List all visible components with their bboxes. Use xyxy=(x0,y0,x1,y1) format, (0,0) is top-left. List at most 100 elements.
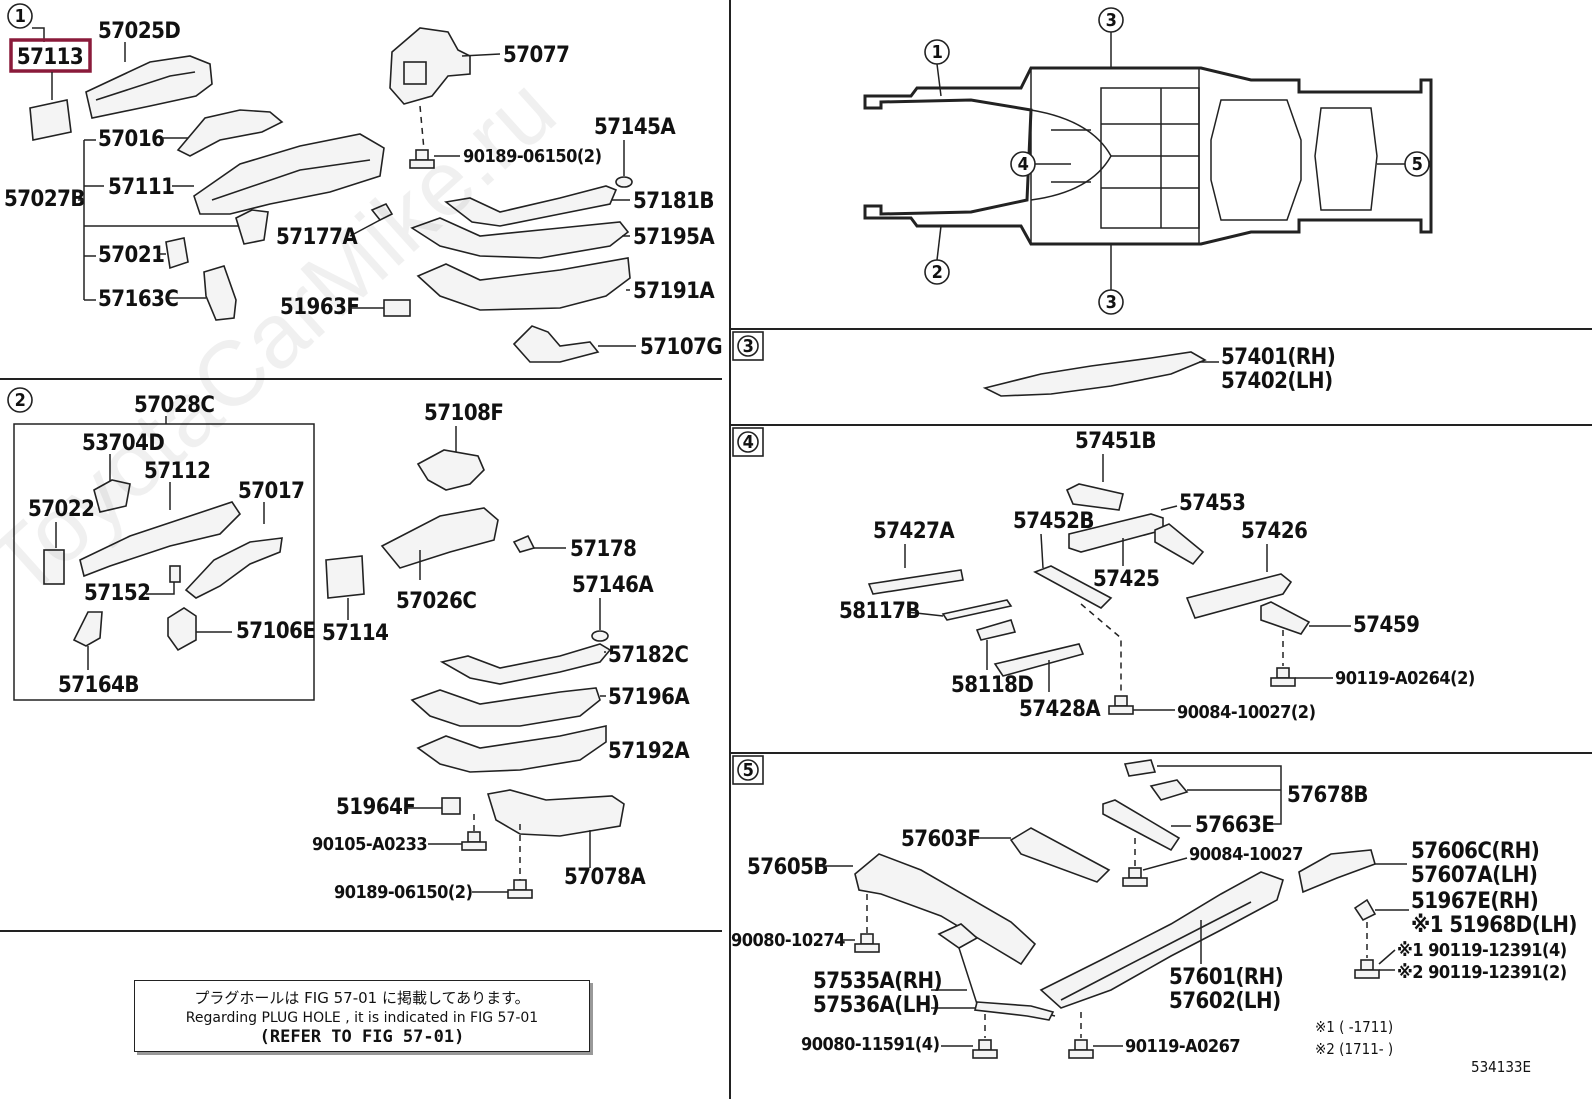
label-90084-10027[interactable]: 90084-10027 xyxy=(1189,844,1303,865)
label-90119-A0267[interactable]: 90119-A0267 xyxy=(1125,1036,1241,1057)
label-57535A[interactable]: 57535A(RH) xyxy=(813,969,943,994)
part-57191A-shape[interactable] xyxy=(416,257,631,311)
label-57182C[interactable]: 57182C xyxy=(608,643,689,668)
part-57451B-shape[interactable] xyxy=(1065,483,1124,511)
label-57601[interactable]: 57601(RH) xyxy=(1169,965,1284,990)
label-90105-A0233[interactable]: 90105-A0233 xyxy=(312,834,428,855)
part-57678B-a[interactable] xyxy=(1123,759,1157,777)
label-57192A[interactable]: 57192A xyxy=(608,739,691,764)
label-90119-A0264[interactable]: 90119-A0264(2) xyxy=(1335,668,1475,689)
part-57196A-shape[interactable] xyxy=(410,687,601,727)
part-57027B-small[interactable] xyxy=(235,209,269,245)
label-57146A[interactable]: 57146A xyxy=(572,573,655,598)
label-57021[interactable]: 57021 xyxy=(98,243,165,268)
part-53704D-shape[interactable] xyxy=(93,479,131,513)
label-90084-10027-2[interactable]: 90084-10027(2) xyxy=(1177,702,1316,723)
part-51963F-shape[interactable] xyxy=(383,299,411,317)
label-57108F[interactable]: 57108F xyxy=(424,401,504,426)
part-58118D-shape[interactable] xyxy=(975,619,1017,641)
part-57112-shape[interactable] xyxy=(79,501,242,578)
label-90189-06150-a[interactable]: 90189-06150(2) xyxy=(463,146,602,167)
label-57027B[interactable]: 57027B xyxy=(4,187,85,212)
part-57535A-strap[interactable] xyxy=(974,1001,1055,1021)
part-57026C-shape[interactable] xyxy=(380,507,499,569)
label-57401[interactable]: 57401(RH) xyxy=(1221,345,1336,370)
label-57114[interactable]: 57114 xyxy=(322,621,389,646)
part-57425-shape[interactable] xyxy=(1154,523,1205,566)
label-57425[interactable]: 57425 xyxy=(1093,567,1160,592)
part-57177A-shape[interactable] xyxy=(370,202,394,222)
label-57016[interactable]: 57016 xyxy=(98,127,165,152)
label-57107G[interactable]: 57107G xyxy=(640,335,723,360)
part-57178-shape[interactable] xyxy=(512,534,536,553)
label-57663E[interactable]: 57663E xyxy=(1195,813,1275,838)
bolt-90119-12391[interactable] xyxy=(1354,959,1380,979)
bolt-90189-a[interactable] xyxy=(409,149,435,169)
label-90189-06150-b[interactable]: 90189-06150(2) xyxy=(334,882,473,903)
label-57022[interactable]: 57022 xyxy=(28,497,95,522)
part-57427A-shape[interactable] xyxy=(867,569,964,595)
label-57111[interactable]: 57111 xyxy=(108,175,175,200)
label-57017[interactable]: 57017 xyxy=(238,479,305,504)
label-57177A[interactable]: 57177A xyxy=(276,225,359,250)
part-57113-shape[interactable] xyxy=(29,99,72,141)
label-57106E[interactable]: 57106E xyxy=(236,619,316,644)
label-57078A[interactable]: 57078A xyxy=(564,865,647,890)
label-57426[interactable]: 57426 xyxy=(1241,519,1308,544)
part-57106E-shape[interactable] xyxy=(167,607,197,652)
part-57401-shape[interactable] xyxy=(982,351,1207,397)
part-57182C-shape[interactable] xyxy=(439,643,612,685)
label-57077[interactable]: 57077 xyxy=(503,43,570,68)
part-51964F-shape[interactable] xyxy=(441,797,461,815)
part-57428A-shape[interactable] xyxy=(993,643,1085,677)
part-57021-shape[interactable] xyxy=(165,237,189,270)
label-58118D[interactable]: 58118D xyxy=(951,673,1034,698)
part-57678B-b[interactable] xyxy=(1149,779,1189,801)
label-57678B[interactable]: 57678B xyxy=(1287,783,1368,808)
part-57107G-shape[interactable] xyxy=(512,325,600,363)
part-57077-shape[interactable] xyxy=(389,27,471,105)
label-57113[interactable]: 57113 xyxy=(17,45,84,70)
label-57026C[interactable]: 57026C xyxy=(396,589,477,614)
label-57607A[interactable]: 57607A(LH) xyxy=(1411,863,1538,888)
part-57114-shape[interactable] xyxy=(325,555,365,599)
label-57606C[interactable]: 57606C(RH) xyxy=(1411,839,1540,864)
label-57152[interactable]: 57152 xyxy=(84,581,151,606)
bolt-90105-A0233[interactable] xyxy=(461,831,487,851)
bolt-90084-10027-a[interactable] xyxy=(1108,695,1134,715)
label-57451B[interactable]: 57451B xyxy=(1075,429,1156,454)
label-51968D[interactable]: ※1 51968D(LH) xyxy=(1411,913,1577,938)
label-57402[interactable]: 57402(LH) xyxy=(1221,369,1333,394)
part-57459-shape[interactable] xyxy=(1260,601,1311,635)
part-57192A-shape[interactable] xyxy=(416,725,607,773)
part-57605B-shape[interactable] xyxy=(854,853,1037,966)
part-57535A-shape[interactable] xyxy=(937,923,979,949)
label-57163C[interactable]: 57163C xyxy=(98,287,179,312)
part-57452B-shape[interactable] xyxy=(1033,565,1113,609)
part-57017-shape[interactable] xyxy=(184,537,283,599)
highlight-57113[interactable] xyxy=(9,38,92,73)
label-57028C[interactable]: 57028C xyxy=(134,393,215,418)
label-57164B[interactable]: 57164B xyxy=(58,673,139,698)
label-58117B[interactable]: 58117B xyxy=(839,599,920,624)
label-57605B[interactable]: 57605B xyxy=(747,855,828,880)
label-57025D[interactable]: 57025D xyxy=(98,19,181,44)
label-57428A[interactable]: 57428A xyxy=(1019,697,1102,722)
label-57452B[interactable]: 57452B xyxy=(1013,509,1094,534)
part-57145A-shape[interactable] xyxy=(615,176,633,188)
part-57022-shape[interactable] xyxy=(43,549,65,585)
bolt-90084-10027-b[interactable] xyxy=(1122,867,1148,887)
part-57016-shape[interactable] xyxy=(176,109,284,157)
part-57606C-shape[interactable] xyxy=(1298,849,1376,894)
bolt-90080-11591[interactable] xyxy=(972,1039,998,1059)
part-57163C-shape[interactable] xyxy=(203,265,237,321)
part-57663E-shape[interactable] xyxy=(1102,799,1181,852)
label-57459[interactable]: 57459 xyxy=(1353,613,1420,638)
label-57181B[interactable]: 57181B xyxy=(633,189,714,214)
label-90080-10274[interactable]: 90080-10274 xyxy=(731,930,846,951)
label-57453[interactable]: 57453 xyxy=(1179,491,1246,516)
label-57603F[interactable]: 57603F xyxy=(901,827,981,852)
bolt-90189-b[interactable] xyxy=(507,879,533,899)
label-57112[interactable]: 57112 xyxy=(144,459,211,484)
label-53704D[interactable]: 53704D xyxy=(82,431,165,456)
